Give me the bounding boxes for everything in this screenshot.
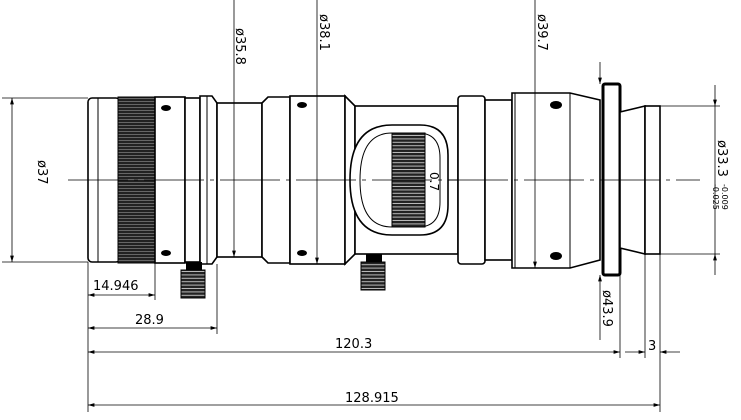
dim-mount-tol-upper: -0.009 bbox=[720, 184, 729, 210]
dim-body-length: 120.3 bbox=[335, 337, 372, 352]
dimension-lines bbox=[2, 0, 720, 412]
dim-mount-tol-lower: -0.025 bbox=[711, 184, 720, 210]
mount-flange bbox=[601, 82, 622, 277]
dim-flange-diameter: ø43.9 bbox=[599, 290, 614, 327]
lens-body: 0.7 bbox=[68, 82, 700, 299]
knob-marking: 0.7 bbox=[427, 172, 441, 191]
screw-1 bbox=[180, 262, 206, 299]
dim-ring-diameter-2: ø38.1 bbox=[316, 14, 331, 51]
dim-mount-diameter-group: ø33.3 -0.009 -0.025 bbox=[711, 140, 729, 210]
dim-ring-diameter-3: ø39.7 bbox=[534, 14, 549, 51]
dim-ring-diameter-1: ø35.8 bbox=[232, 28, 247, 65]
dim-total-length: 128.915 bbox=[345, 391, 399, 406]
dim-focus-ring-length: 14.946 bbox=[93, 279, 139, 294]
dim-front-diameter: ø37 bbox=[34, 160, 49, 185]
dim-front-to-ring: 28.9 bbox=[135, 313, 164, 328]
screw-2 bbox=[360, 254, 386, 291]
dim-mount-diameter: ø33.3 bbox=[714, 140, 729, 177]
dim-flange-thickness: 3 bbox=[648, 339, 656, 354]
